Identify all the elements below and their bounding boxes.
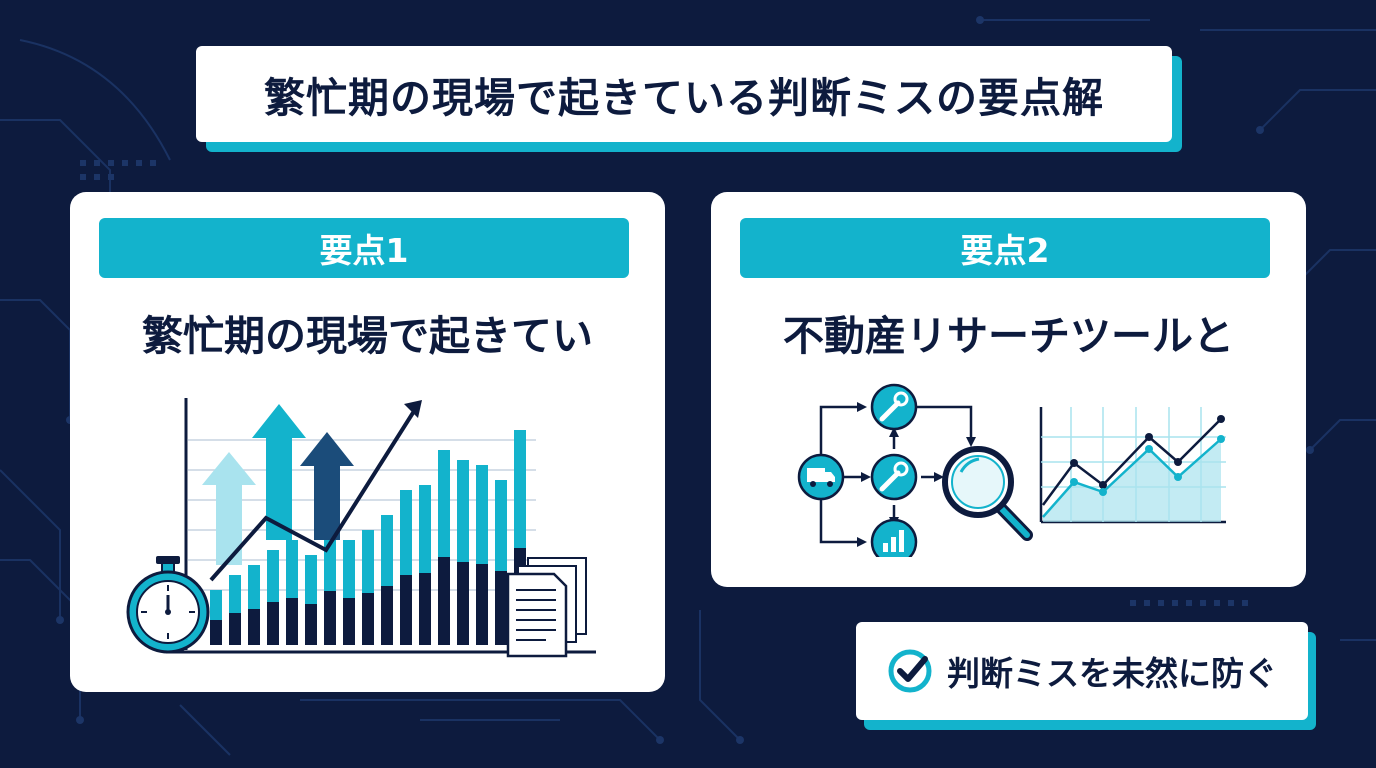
decor-bar-top <box>438 450 450 557</box>
decor-bar-top <box>495 480 507 571</box>
growth-chart-illustration <box>126 398 596 658</box>
decor-bar-top <box>514 430 526 548</box>
point-label-pill-2: 要点2 <box>740 218 1270 278</box>
decor-bar-bottom <box>476 564 488 645</box>
point-heading-1: 繁忙期の現場で起きてい <box>142 312 593 360</box>
decor-bar-bottom <box>305 604 317 645</box>
truck-icon <box>797 453 845 501</box>
decor-bar-top <box>210 590 222 620</box>
point-label-pill-1: 要点1 <box>99 218 629 278</box>
decor-bar-bottom <box>362 593 374 645</box>
decor-bar-bottom <box>419 573 431 645</box>
decor-bar-top <box>229 575 241 613</box>
decor-bar-top <box>419 485 431 573</box>
decor-bar-bottom <box>248 609 260 645</box>
document-stack-icon <box>506 557 587 658</box>
decor-bar-bottom <box>438 557 450 645</box>
trend-line-chart <box>1039 407 1226 524</box>
decor-bar-top <box>248 565 260 609</box>
decor-bar-bottom <box>267 602 279 645</box>
point-heading-2: 不動産リサーチツールと <box>783 312 1234 360</box>
check-circle-icon <box>888 649 932 693</box>
research-flow-illustration <box>797 383 1226 557</box>
decor-bar-top <box>400 490 412 575</box>
conclusion-badge: 判断ミスを未然に防ぐ <box>856 622 1308 720</box>
decor-bar-bottom <box>210 620 222 645</box>
page-title: 繁忙期の現場で起きている判断ミスの要点解 <box>264 74 1104 122</box>
decor-bar-bottom <box>381 586 393 645</box>
decor-bar-top <box>286 540 298 598</box>
point-card-1: 要点1 繁忙期の現場で起きてい <box>70 192 665 692</box>
stopwatch-icon <box>126 556 210 654</box>
decor-bar-bottom <box>286 598 298 645</box>
decor-bar-top <box>267 550 279 602</box>
point-label-1: 要点1 <box>319 231 409 270</box>
decor-bar-bottom <box>324 591 336 645</box>
decor-bar-top <box>305 555 317 604</box>
decor-bar-top <box>362 530 374 593</box>
magnifier-icon <box>942 446 1033 541</box>
decor-bar-bottom <box>229 613 241 645</box>
wrench-icon-middle <box>870 453 918 501</box>
decor-bar-bottom <box>400 575 412 645</box>
decor-bar-top <box>381 515 393 586</box>
point-card-2: 要点2 不動産リサーチツールと <box>711 192 1306 587</box>
title-banner: 繁忙期の現場で起きている判断ミスの要点解 <box>196 46 1172 142</box>
decor-bar-top <box>457 460 469 562</box>
conclusion-text: 判断ミスを未然に防ぐ <box>947 654 1277 693</box>
wrench-icon-top <box>870 383 918 431</box>
decor-bar-top <box>343 540 355 598</box>
decor-bar-bottom <box>343 598 355 645</box>
decor-bar-bottom <box>457 562 469 645</box>
decor-bar-top <box>476 465 488 564</box>
decor-bar-bottom <box>495 571 507 645</box>
bar-chart-icon <box>870 518 918 557</box>
point-label-2: 要点2 <box>960 231 1050 270</box>
